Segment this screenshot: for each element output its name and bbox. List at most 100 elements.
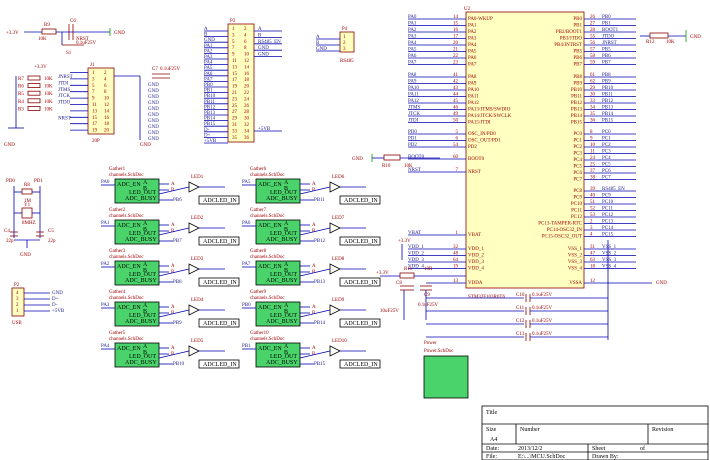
p3-pin-number: 29 [232, 117, 238, 122]
gather-a-net: A [312, 305, 316, 310]
led-symbol [188, 304, 200, 316]
gather-a-net: A [171, 182, 175, 187]
gather-out-net: PB9 [173, 321, 182, 326]
p3-left-net: PA2 [204, 49, 213, 54]
u2-left-net: NRST [408, 168, 421, 173]
gather-file: channels.SchDoc [109, 255, 144, 260]
p4-net: A [316, 35, 320, 40]
gather-port-b: B [143, 227, 147, 233]
u2-pin-number: 36 [590, 119, 596, 124]
p3-left-net: GND [204, 38, 215, 43]
u2-left-pin-name: PA6 [468, 56, 477, 61]
gnd-net-label: GND [148, 125, 159, 130]
j1-pin-number: 6 [104, 84, 107, 89]
u2-left-net: PA10 [408, 86, 419, 91]
led-in-port [339, 318, 381, 328]
gather-title: Gather1 [109, 167, 126, 172]
tb-size-val: A4 [490, 437, 497, 443]
j1-net-label: JTMS [58, 88, 70, 93]
gather-led-ref: LED6 [332, 175, 345, 180]
u2-pin-number: 1 [456, 231, 459, 236]
gather-led-in: ADCLED_IN [344, 198, 378, 204]
u2-right-pin-name: PC9 [573, 196, 582, 201]
u2-pin-number: 46 [453, 106, 459, 111]
tb-file-label: File: [486, 454, 497, 460]
p3-pin-number: 4 [244, 33, 247, 38]
power-sheet: Power Power.SchDoc [423, 341, 469, 399]
gather-in-net: PB0 [242, 303, 251, 308]
c8-val: 10uF25V [380, 309, 399, 314]
p3-left-net: PB0 [204, 83, 213, 88]
u2-pin-number: 22 [453, 54, 459, 59]
u2-right-pin-name: PB9 [573, 82, 582, 87]
led-in-port [198, 236, 240, 246]
gather-led-ref: LED10 [332, 339, 347, 344]
u2-pin-number: 53 [590, 213, 596, 218]
u2-right-pin-name: PB6 [573, 56, 582, 61]
r12-val: 10K [666, 40, 675, 45]
u2-right-pin-name: PB13 [571, 108, 583, 113]
u2-part: STM32F103R6T6 [468, 295, 505, 300]
u2-left-net: PA6 [408, 54, 417, 59]
usb-pin-number: 3 [16, 297, 19, 302]
vssa-gnd: GND [656, 281, 667, 286]
decap-val: 0.1uF25V [532, 332, 553, 337]
u2-pin-number: 28 [590, 28, 596, 33]
p3-pin-number: 35 [232, 136, 238, 141]
j1-pin-number: 19 [92, 129, 98, 134]
u2-right-net: PB6 [602, 54, 611, 59]
tb-file-val: E:\...\MCU.SchDoc [518, 454, 566, 460]
decap-ref: C10 [516, 293, 525, 298]
j1-resistor [27, 106, 41, 111]
u2-pin-number: 40 [590, 194, 596, 199]
u2-left-net: PA0 [408, 15, 417, 20]
gather-sheet [255, 301, 301, 327]
u2-pin-number: 17 [453, 35, 459, 40]
u2-left-pin-name: PA4 [468, 43, 477, 48]
u2-right-net: PB15 [602, 119, 614, 124]
gather-file: channels.SchDoc [250, 296, 285, 301]
u2-pin-number: 27 [590, 22, 596, 27]
p3-pin-number: 31 [232, 123, 238, 128]
xtal-gnd: GND [20, 253, 31, 258]
j1-pin-number: 10 [104, 97, 110, 102]
u2-left-pin-name: PA15/JTDI [468, 121, 491, 126]
u2-left-pin-name: VBAT [468, 233, 481, 238]
u2-left-net: PA9 [408, 80, 417, 85]
gather-led-in: ADCLED_IN [344, 321, 378, 327]
gather-in-net: PA3 [101, 303, 110, 308]
u2-pin-number: 33 [590, 99, 596, 104]
usb-net: D- [52, 303, 58, 308]
gather-sheet [255, 260, 301, 286]
gather-in-net: PA2 [101, 262, 110, 267]
gather-led-ref: LED9 [332, 298, 345, 303]
gather-title: Gather2 [109, 208, 126, 213]
gather-port-busy: ADC_BUSY [125, 237, 157, 243]
analog-supply: +3.3V +3.3V R11 10R C8 10uF25V C9 0.1uF2… [376, 239, 466, 320]
power-file: Power.SchDoc [424, 349, 454, 354]
u2-pin-number: 60 [453, 155, 459, 160]
u2-pin-number: 31 [590, 245, 596, 250]
led-in-port [339, 195, 381, 205]
j1-pin-number: 11 [92, 103, 97, 108]
p3-right-net: GND [258, 46, 269, 51]
u2-left-pin-name: VDD_2 [468, 254, 484, 259]
u2-right-pin-name: VSS_4 [568, 267, 583, 272]
u2-right-net: PC9 [602, 194, 611, 199]
gather-port-b: B [143, 268, 147, 274]
c9-ref: C9 [424, 293, 430, 298]
u2-pin-number: 61 [590, 73, 596, 78]
gather-a-net: A [312, 223, 316, 228]
u2-left-pin-name: PA14/JTCK/SWCLK [468, 114, 512, 119]
gather-port-busy: ADC_BUSY [125, 319, 157, 325]
p3-left-net: PA4 [204, 61, 213, 66]
u2-right-net: PC6 [602, 169, 611, 174]
u2-pin-number: 45 [453, 99, 459, 104]
crystal-circuit: PD0 PD1 R8 1M Y1 8MHZ C4 22p C5 22p GND [4, 179, 56, 258]
p4-pin-number: 3 [343, 47, 346, 52]
